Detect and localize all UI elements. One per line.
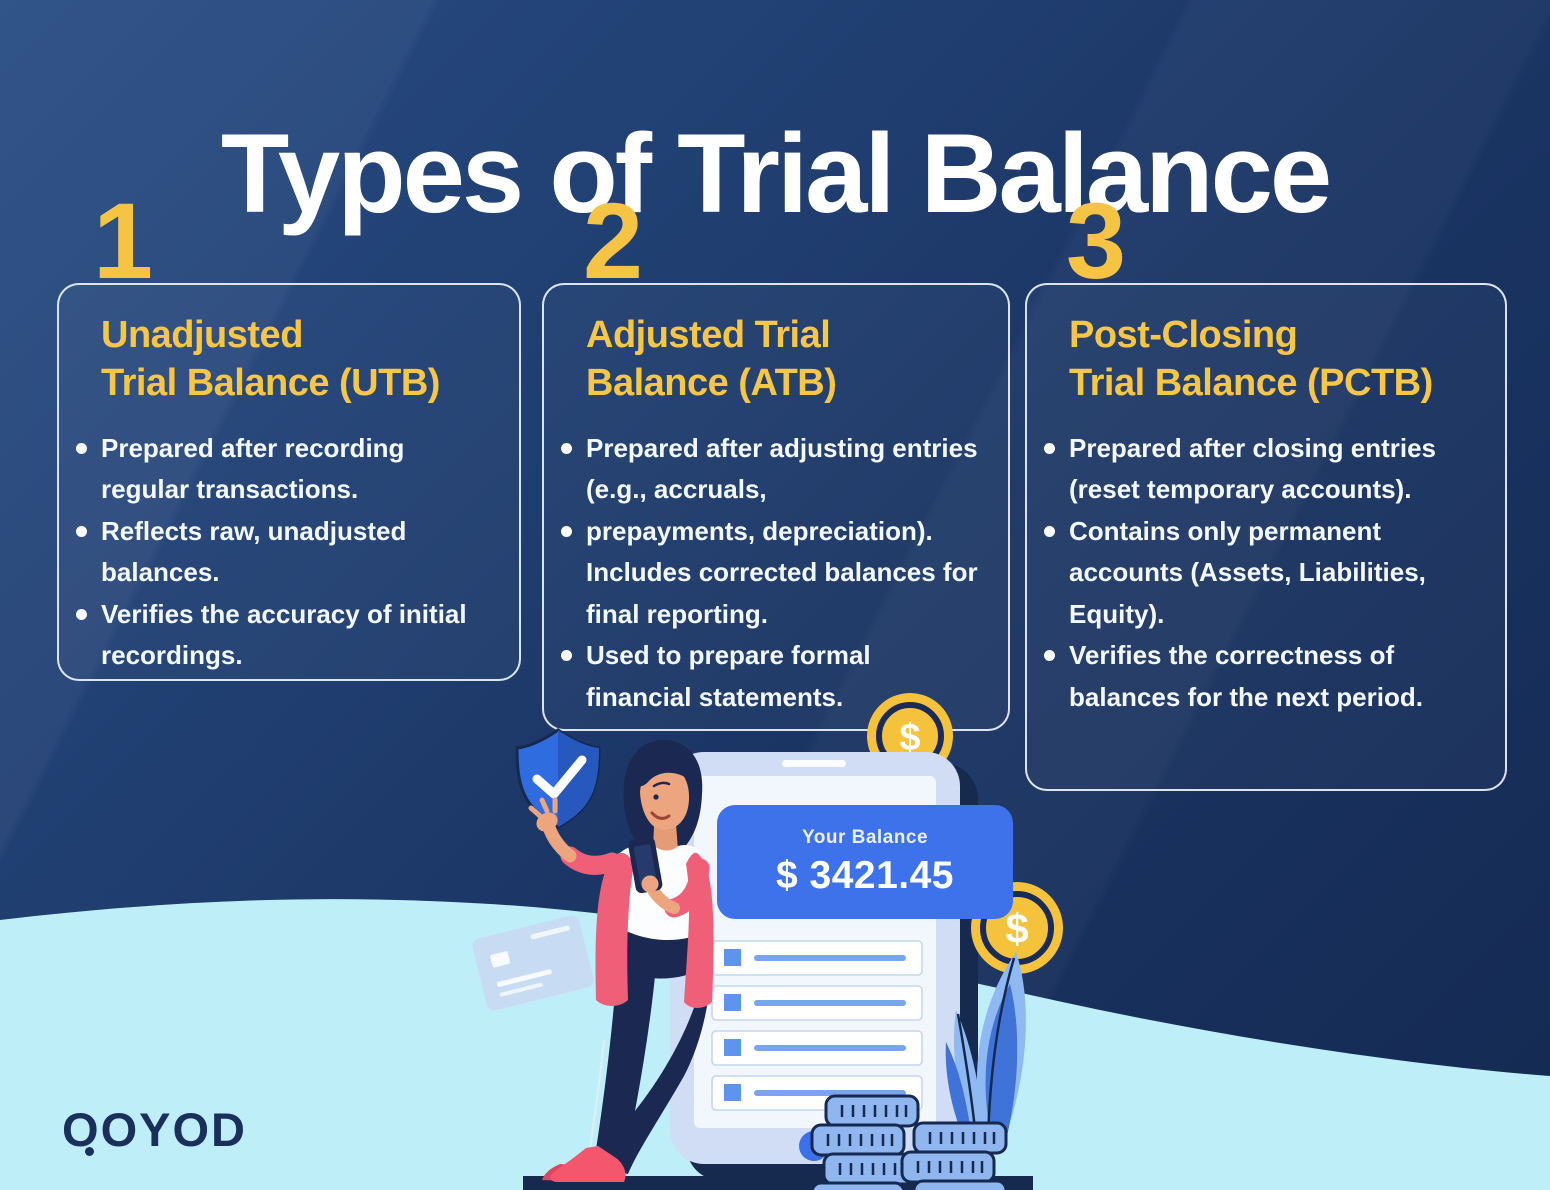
list-row bbox=[711, 1030, 923, 1066]
shield-check-icon bbox=[515, 728, 601, 829]
floor-bar bbox=[523, 1176, 1033, 1190]
card-title-line: Post-Closing bbox=[1069, 314, 1298, 356]
woman-illustration bbox=[528, 739, 714, 1182]
bullet-list: Prepared after adjusting entries (e.g., … bbox=[561, 428, 982, 719]
card-adjusted-trial-balance: Adjusted Trial Balance (ATB) Prepared af… bbox=[542, 283, 1010, 731]
card-number-1: 1 bbox=[93, 180, 153, 301]
card-post-closing-trial-balance: Post-Closing Trial Balance (PCTB) Prepar… bbox=[1025, 283, 1507, 791]
card-number-3: 3 bbox=[1066, 180, 1126, 301]
bullet-item: Prepared after recording regular transac… bbox=[76, 428, 493, 511]
balance-panel: Your Balance $ 3421.45 bbox=[717, 805, 1013, 919]
plant-icon bbox=[945, 952, 1026, 1140]
bullet-item: Prepared after closing entries (reset te… bbox=[1044, 428, 1479, 511]
bullet-list: Prepared after recording regular transac… bbox=[76, 428, 493, 678]
bullet-item: Used to prepare formal financial stateme… bbox=[561, 635, 982, 718]
card-title-line: Trial Balance (UTB) bbox=[101, 362, 440, 405]
bullet-item: Contains only permanent accounts (Assets… bbox=[1044, 511, 1479, 636]
card-number-2: 2 bbox=[583, 180, 643, 301]
list-row bbox=[711, 985, 923, 1021]
bullet-item: Reflects raw, unadjusted balances. bbox=[76, 511, 493, 594]
card-title-line: Trial Balance (PCTB) bbox=[1069, 362, 1433, 405]
card-title-line: Adjusted Trial bbox=[586, 314, 831, 356]
card-title: Unadjusted Trial Balance (UTB) bbox=[101, 311, 493, 408]
bullet-list: Prepared after closing entries (reset te… bbox=[1044, 428, 1479, 719]
logo-rest: OYOD bbox=[100, 1103, 247, 1156]
home-button bbox=[799, 1131, 829, 1161]
balance-value: $ 3421.45 bbox=[775, 853, 954, 897]
bullet-item: prepayments, depreciation). Includes cor… bbox=[561, 511, 982, 636]
card-title-line: Balance (ATB) bbox=[586, 362, 837, 405]
list-row bbox=[711, 1075, 923, 1111]
coin-stack-icon bbox=[810, 1094, 920, 1190]
card-unadjusted-trial-balance: Unadjusted Trial Balance (UTB) Prepared … bbox=[57, 283, 521, 681]
card-title-line: Unadjusted bbox=[101, 314, 303, 356]
logo-letter-q: O bbox=[62, 1103, 101, 1156]
speaker-bar bbox=[782, 760, 846, 767]
phone-icon bbox=[628, 837, 663, 894]
bullet-item: Verifies the correctness of balances for… bbox=[1044, 635, 1479, 718]
bullet-item: Verifies the accuracy of initial recordi… bbox=[76, 594, 493, 677]
bullet-item: Prepared after adjusting entries (e.g., … bbox=[561, 428, 982, 511]
card-title: Post-Closing Trial Balance (PCTB) bbox=[1069, 311, 1479, 408]
coin-stack-icon bbox=[900, 1121, 1008, 1190]
page-title: Types of Trial Balance bbox=[220, 111, 1332, 237]
list-row bbox=[711, 940, 923, 976]
card-title: Adjusted Trial Balance (ATB) bbox=[586, 311, 982, 408]
logo-dot bbox=[85, 1147, 94, 1156]
balance-label: Your Balance bbox=[801, 826, 929, 848]
credit-card-icon bbox=[472, 915, 594, 1011]
